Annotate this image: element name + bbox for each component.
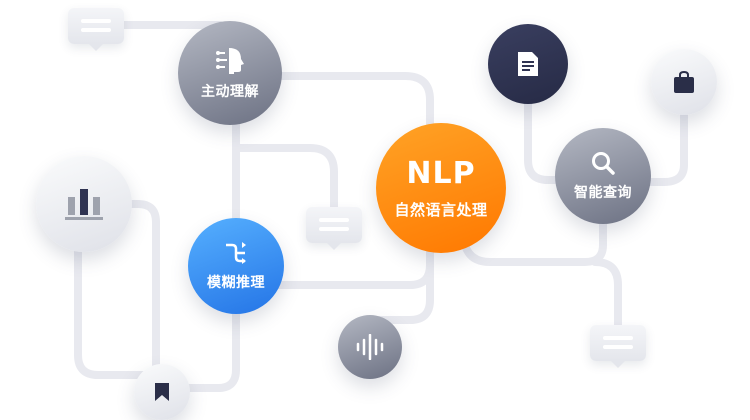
chat-bubble-icon xyxy=(590,325,646,368)
line-query-down xyxy=(461,211,607,266)
line-to-bubble-right xyxy=(591,258,622,334)
flow-icon xyxy=(226,242,246,264)
node-fuzzy-reasoning[interactable]: 模糊推理 xyxy=(188,218,284,314)
document-node xyxy=(488,24,568,104)
line-chart-right xyxy=(116,200,160,379)
line-nlp-to-voice xyxy=(366,246,434,334)
line-chart-down xyxy=(74,236,154,379)
bag-node xyxy=(651,49,717,115)
bookmark-icon xyxy=(155,383,169,401)
line-bookmark-to-fuzzy xyxy=(171,296,240,392)
node-label: 主动理解 xyxy=(201,84,259,100)
chat-bubble-icon xyxy=(68,8,124,51)
node-active-understanding[interactable]: 主动理解 xyxy=(178,21,282,125)
node-smart-query[interactable]: 智能查询 xyxy=(555,128,651,224)
document-icon xyxy=(518,52,538,76)
line-understanding-to-nlp xyxy=(256,72,434,134)
line-bag-to-query xyxy=(641,106,688,186)
bag-icon xyxy=(674,70,694,93)
node-label: 智能查询 xyxy=(574,185,632,201)
ai-head-icon xyxy=(216,48,244,74)
search-icon xyxy=(592,152,615,175)
node-nlp-center[interactable]: NLP 自然语言处理 xyxy=(376,123,506,253)
center-subtitle: 自然语言处理 xyxy=(394,201,488,219)
voice-node xyxy=(338,315,402,379)
chart-node xyxy=(36,156,132,252)
node-label: 模糊推理 xyxy=(207,275,265,291)
line-fuzzy-to-nlp xyxy=(266,236,434,289)
line-doc-to-query xyxy=(524,96,574,184)
center-title: NLP xyxy=(406,156,476,191)
line-to-bubble-mid xyxy=(232,144,338,214)
chat-bubble-icon xyxy=(306,207,362,250)
bookmark-node xyxy=(134,364,190,420)
voice-wave-icon xyxy=(356,334,384,360)
bar-chart-icon xyxy=(65,189,103,220)
